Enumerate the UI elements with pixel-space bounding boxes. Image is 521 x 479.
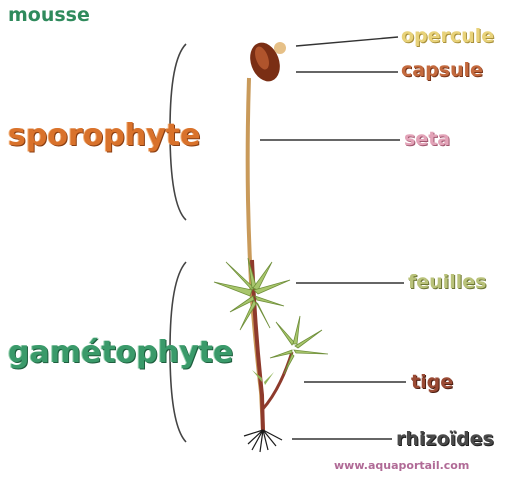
label-rhizoides: rhizoïdes <box>396 430 494 449</box>
group-label-gametophyte: gamétophyte <box>8 338 233 368</box>
opercule-shape <box>274 42 286 54</box>
label-feuilles: feuilles <box>408 273 486 292</box>
group-label-sporophyte: sporophyte <box>8 121 200 151</box>
watermark: www.aquaportail.com <box>334 460 469 471</box>
leaf-small-2 <box>264 372 274 385</box>
label-seta: seta <box>404 130 450 149</box>
label-tige: tige <box>411 373 453 392</box>
label-opercule: opercule <box>401 27 494 46</box>
leader-opercule <box>296 37 398 46</box>
label-capsule: capsule <box>401 61 483 80</box>
leaves-side <box>270 316 328 374</box>
diagram-title: mousse <box>8 6 90 25</box>
rhizoids <box>244 430 282 452</box>
